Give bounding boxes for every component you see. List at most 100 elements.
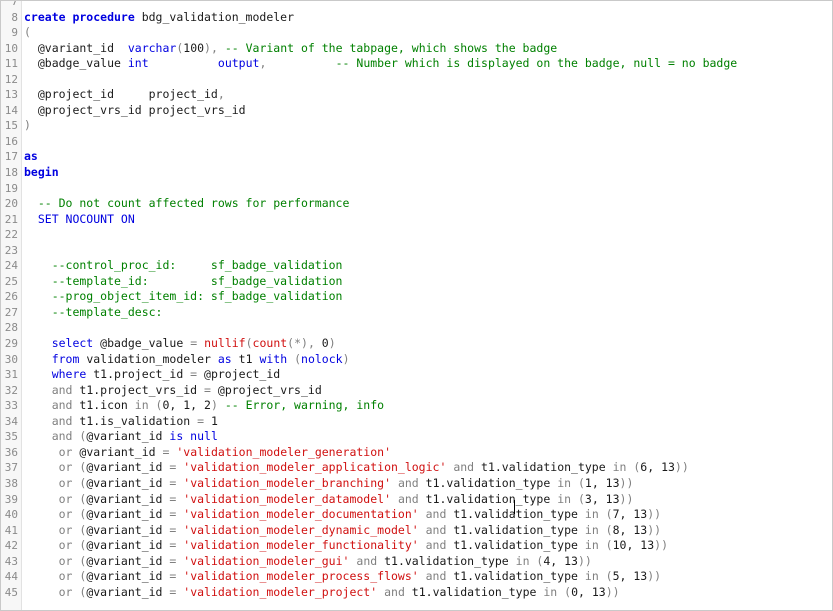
code-token: 10, 13: [612, 538, 655, 553]
code-text: SET NOCOUNT ON: [24, 212, 135, 228]
code-line[interactable]: 28: [1, 320, 832, 336]
code-token: or (: [24, 538, 87, 553]
code-token: with: [259, 351, 288, 366]
code-line[interactable]: 20 -- Do not count affected rows for per…: [1, 196, 832, 212]
code-line[interactable]: 36 or @variant_id = 'validation_modeler_…: [1, 445, 832, 461]
line-number: 44: [4, 570, 18, 584]
code-line[interactable]: 26 --prog_object_item_id: sf_badge_valid…: [1, 289, 832, 305]
code-text: --prog_object_item_id: sf_badge_validati…: [24, 289, 343, 305]
code-token: begin: [24, 165, 59, 180]
code-token: )): [619, 491, 634, 506]
line-number: 18: [4, 166, 18, 180]
code-line[interactable]: 13 @project_id project_id,: [1, 87, 832, 103]
code-line[interactable]: 15): [1, 118, 832, 134]
code-line[interactable]: 34 and t1.is_validation = 1: [1, 414, 832, 430]
code-token: =: [190, 367, 198, 382]
line-number: 32: [4, 383, 18, 397]
code-line[interactable]: 19: [1, 181, 832, 197]
code-token: and: [397, 491, 419, 506]
code-token: from: [24, 351, 80, 366]
code-token: ): [328, 336, 336, 351]
code-token: 'validation_modeler_documentation': [183, 507, 419, 522]
text-caret: [514, 500, 515, 514]
code-token: [419, 538, 426, 552]
code-token: @variant_id: [86, 429, 170, 444]
line-number: 38: [4, 476, 18, 490]
line-number: 31: [4, 368, 18, 382]
code-line[interactable]: 31 where t1.project_id = @project_id: [1, 367, 832, 383]
code-token: 'validation_modeler_functionality': [183, 538, 419, 553]
code-token: @variant_id: [86, 507, 170, 522]
code-token: where: [24, 367, 87, 382]
code-text: ): [24, 118, 31, 134]
code-token: =: [169, 569, 177, 584]
code-text: @variant_id varchar(100), -- Variant of …: [24, 41, 557, 57]
code-line[interactable]: 9(: [1, 25, 832, 41]
code-token: )): [674, 460, 689, 475]
code-token: 0, 1, 2: [162, 398, 211, 413]
code-line[interactable]: 39 or (@variant_id = 'validation_modeler…: [1, 492, 832, 508]
code-token: 'validation_modeler_process_flows': [183, 569, 419, 584]
code-token: nullif: [204, 336, 246, 351]
code-token: )): [647, 569, 662, 584]
code-token: ): [342, 351, 350, 366]
line-number: 37: [4, 461, 18, 475]
code-token: 'validation_modeler_application_logic': [183, 460, 447, 475]
code-text: or (@variant_id = 'validation_modeler_gu…: [24, 554, 592, 570]
code-line[interactable]: 12: [1, 72, 832, 88]
code-line[interactable]: 27 --template_desc:: [1, 305, 832, 321]
code-line[interactable]: 21 SET NOCOUNT ON: [1, 212, 832, 228]
code-token: (: [294, 351, 302, 366]
code-line[interactable]: 25 --template_id: sf_badge_validation: [1, 274, 832, 290]
code-line[interactable]: 14 @project_vrs_id project_vrs_id: [1, 103, 832, 119]
code-token: 1: [204, 413, 218, 428]
code-line[interactable]: 42 or (@variant_id = 'validation_modeler…: [1, 538, 832, 554]
code-line[interactable]: 38 or (@variant_id = 'validation_modeler…: [1, 476, 832, 492]
code-token: =: [162, 444, 170, 459]
code-token: @variant_id: [24, 40, 128, 55]
code-line[interactable]: 11 @badge_value int output, -- Number wh…: [1, 56, 832, 72]
code-token: t1.project_id: [86, 367, 191, 382]
code-token: =: [169, 584, 177, 599]
code-line[interactable]: 18 begin: [1, 165, 832, 181]
code-line[interactable]: 44 or (@variant_id = 'validation_modeler…: [1, 569, 832, 585]
code-token: @project_id: [197, 367, 281, 382]
code-line[interactable]: 16: [1, 134, 832, 150]
code-text: and t1.project_vrs_id = @project_vrs_id: [24, 383, 322, 399]
code-token: or (: [24, 569, 87, 584]
code-token: create procedure: [24, 9, 135, 24]
code-token: 6, 13: [640, 460, 675, 475]
code-line[interactable]: 41 or (@variant_id = 'validation_modeler…: [1, 523, 832, 539]
code-text: or (@variant_id = 'validation_modeler_da…: [24, 491, 634, 508]
code-line[interactable]: 45 or (@variant_id = 'validation_modeler…: [1, 585, 832, 601]
code-line[interactable]: 35 and (@variant_id is null: [1, 429, 832, 445]
code-line[interactable]: 37 or (@variant_id = 'validation_modeler…: [1, 460, 832, 476]
code-line[interactable]: 30 from validation_modeler as t1 with (n…: [1, 352, 832, 368]
code-token: t1.validation_type: [377, 553, 516, 568]
code-token: t1.validation_type: [446, 507, 585, 522]
code-line[interactable]: 29 select @badge_value = nullif(count(*)…: [1, 336, 832, 352]
code-token: t1.validation_type: [418, 491, 558, 506]
code-line[interactable]: 24 --control_proc_id: sf_badge_validatio…: [1, 258, 832, 274]
code-line[interactable]: 7: [1, 1, 832, 10]
code-line[interactable]: 23: [1, 243, 832, 259]
code-token: @variant_id: [86, 584, 170, 599]
code-line[interactable]: 33 and t1.icon in (0, 1, 2) -- Error, wa…: [1, 398, 832, 414]
line-number: 9: [11, 26, 18, 40]
code-line[interactable]: 22: [1, 227, 832, 243]
code-token: count: [252, 336, 288, 351]
code-line[interactable]: 43 or (@variant_id = 'validation_modeler…: [1, 554, 832, 570]
line-number: 16: [4, 134, 18, 148]
code-line[interactable]: 32 and t1.project_vrs_id = @project_vrs_…: [1, 383, 832, 399]
line-number: 43: [4, 554, 18, 568]
code-text: select @badge_value = nullif(count(*), 0…: [24, 336, 336, 352]
code-token: 'validation_modeler_project': [183, 584, 378, 599]
code-token: and: [24, 398, 73, 413]
line-number: 41: [4, 523, 18, 537]
code-line[interactable]: 40 or (@variant_id = 'validation_modeler…: [1, 507, 832, 523]
code-line[interactable]: 10 @variant_id varchar(100), -- Variant …: [1, 41, 832, 57]
